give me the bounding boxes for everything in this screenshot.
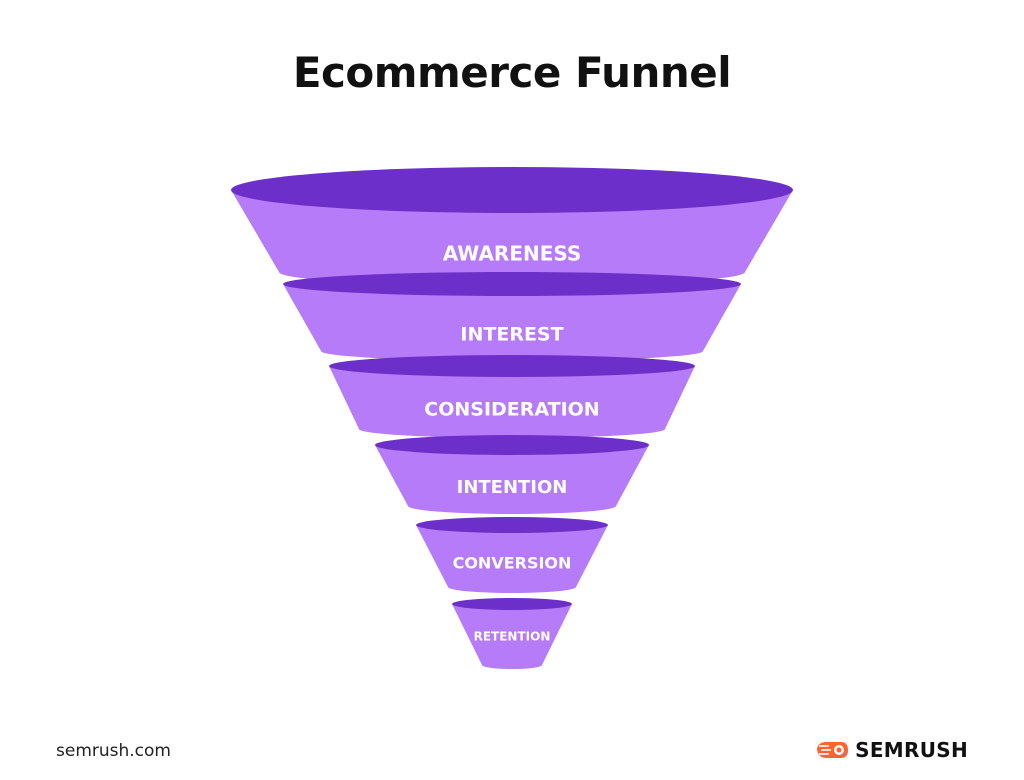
funnel-stage-body — [329, 366, 695, 438]
brand-name: SEMRUSH — [855, 738, 968, 762]
funnel-stage-retention: RETENTION — [452, 598, 572, 669]
page-title: Ecommerce Funnel — [292, 48, 732, 97]
funnel-stage-rim — [375, 435, 649, 455]
funnel-stage-label: CONSIDERATION — [424, 399, 599, 421]
funnel-stage-rim — [329, 355, 695, 377]
funnel-stage-label: AWARENESS — [443, 242, 582, 266]
funnel-stage-body — [375, 445, 649, 514]
funnel-stage-body — [283, 284, 741, 361]
funnel-stage-label: INTENTION — [457, 477, 568, 498]
funnel-stage-consideration: CONSIDERATION — [329, 355, 695, 438]
funnel-stage-body — [416, 525, 608, 593]
funnel-stage-label: RETENTION — [474, 630, 551, 644]
funnel-stage-body — [231, 190, 793, 286]
funnel-stage-rim — [452, 598, 572, 610]
funnel-stage-interest: INTEREST — [283, 272, 741, 361]
semrush-flame-icon — [817, 742, 849, 758]
brand-logo: SEMRUSH — [815, 738, 968, 762]
funnel-stage-conversion: CONVERSION — [416, 517, 608, 593]
funnel-stage-rim — [231, 167, 793, 213]
funnel-stage-label: INTEREST — [460, 324, 563, 346]
funnel-stage-awareness: AWARENESS — [231, 167, 793, 286]
funnel-stage-rim — [283, 272, 741, 296]
funnel-stage-intention: INTENTION — [375, 435, 649, 514]
funnel-stage-rim — [416, 517, 608, 533]
funnel-stage-label: CONVERSION — [453, 554, 572, 573]
funnel-stage-body — [452, 604, 572, 669]
footer-url: semrush.com — [56, 741, 171, 761]
